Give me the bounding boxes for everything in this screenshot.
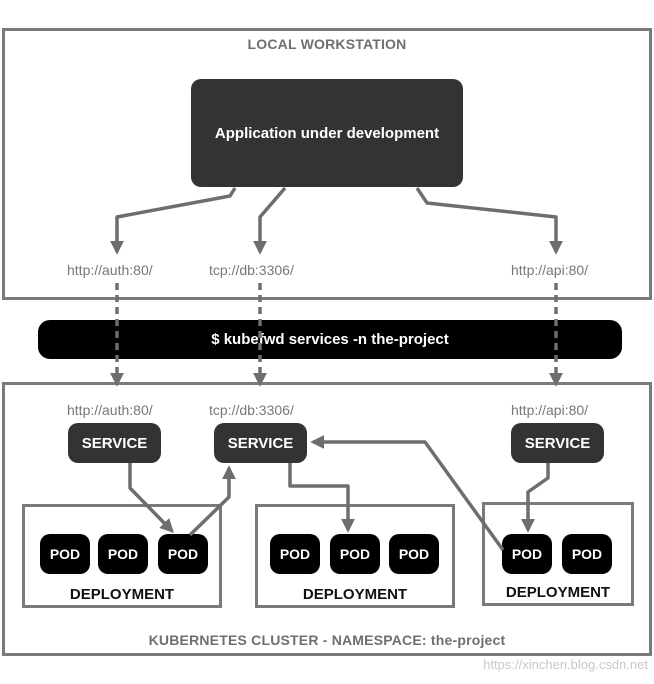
watermark-text: https://xinchen.blog.csdn.net [483,657,648,672]
pod-db-2: POD [330,534,380,574]
pod-label: POD [398,546,430,562]
pod-db-1: POD [270,534,320,574]
pod-auth-2: POD [98,534,148,574]
pod-label: POD [279,546,311,562]
arrow-app-to-db [253,186,287,255]
service-auth-label: SERVICE [81,434,148,452]
pod-auth-1: POD [40,534,90,574]
arrow-pod-to-service-db [188,465,236,537]
deployment-api-label: DEPLOYMENT [505,584,611,601]
deployment-db: DEPLOYMENT [255,504,455,608]
service-api: SERVICE [511,423,604,463]
application-box: Application under development [191,79,463,187]
kubefwd-command-bar: $ kubefwd services -n the-project [38,320,622,359]
pod-label: POD [107,546,139,562]
arrow-app-to-auth [110,187,237,255]
application-label: Application under development [214,124,440,142]
service-db: SERVICE [214,423,307,463]
url-db-cluster: tcp://db:3306/ [209,402,294,418]
deployment-api: DEPLOYMENT [482,502,634,606]
pod-label: POD [511,546,543,562]
service-auth: SERVICE [68,423,161,463]
deployment-db-label: DEPLOYMENT [302,586,408,603]
url-db-local: tcp://db:3306/ [209,262,294,278]
pod-db-3: POD [389,534,439,574]
kubernetes-cluster-frame [2,382,652,656]
kubernetes-cluster-title: KUBERNETES CLUSTER - NAMESPACE: the-proj… [148,632,506,648]
arrow-app-to-api [415,187,563,255]
kubefwd-command-text: $ kubefwd services -n the-project [211,331,449,348]
url-auth-local: http://auth:80/ [67,262,153,278]
pod-label: POD [49,546,81,562]
pod-label: POD [167,546,199,562]
pod-api-2: POD [562,534,612,574]
url-api-local: http://api:80/ [511,262,589,278]
local-workstation-frame [2,28,652,300]
pod-label: POD [339,546,371,562]
service-api-label: SERVICE [524,434,591,452]
pod-auth-3: POD [158,534,208,574]
service-db-label: SERVICE [227,434,294,452]
arrow-service-db-to-pod [288,463,355,533]
url-auth-cluster: http://auth:80/ [67,402,153,418]
local-workstation-title: LOCAL WORKSTATION [247,36,407,52]
arrow-api-pod-to-service-db [310,435,505,552]
url-api-cluster: http://api:80/ [511,402,589,418]
pod-label: POD [571,546,603,562]
deployment-auth: DEPLOYMENT [22,504,222,608]
arrow-service-auth-to-pod [128,463,174,534]
pod-api-1: POD [502,534,552,574]
arrow-service-api-to-pod [521,463,550,533]
deployment-auth-label: DEPLOYMENT [69,586,175,603]
